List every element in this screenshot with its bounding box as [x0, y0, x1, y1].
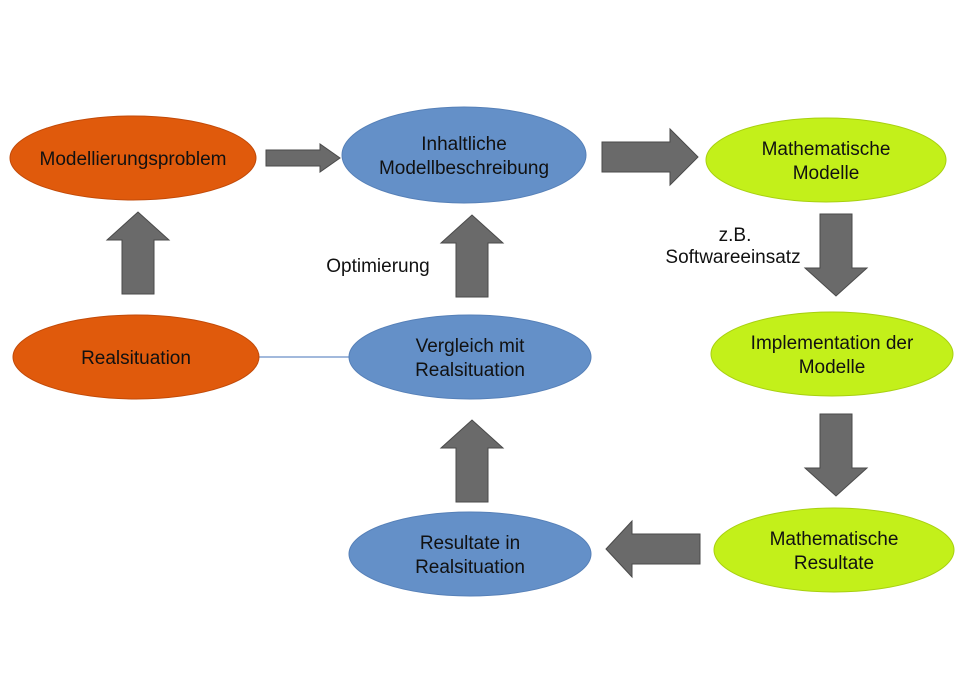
node-shape [705, 117, 947, 203]
edge-label-optimierung: Optimierung [326, 256, 430, 277]
node-label: Implementation der [751, 333, 914, 354]
node-label: Modellbeschreibung [379, 158, 549, 179]
node-label: Modellierungsproblem [40, 149, 227, 170]
node-shape [348, 511, 592, 597]
node-label: Modelle [793, 163, 860, 184]
node-label: Realsituation [415, 557, 525, 578]
arrow-up-icon [105, 211, 171, 295]
arrow-left-icon [605, 519, 701, 579]
arrow-up-icon [439, 214, 505, 298]
node-realsituation: Realsituation [12, 314, 260, 400]
node-label: Mathematische [770, 529, 899, 550]
node-resultate-in-realsituation: Resultate in Realsituation [348, 511, 592, 597]
node-label: Modelle [799, 357, 866, 378]
node-shape [9, 115, 257, 201]
arrow-right-icon [601, 127, 699, 187]
node-label: Vergleich mit [416, 336, 525, 357]
node-label: Mathematische [762, 139, 891, 160]
node-label: Inhaltliche [421, 134, 507, 155]
node-modellierungsproblem: Modellierungsproblem [9, 115, 257, 201]
node-shape [341, 106, 587, 204]
node-shape [348, 314, 592, 400]
node-label: Realsituation [415, 360, 525, 381]
node-shape [12, 314, 260, 400]
edge-label-zb: z.B. [719, 225, 752, 246]
arrow-down-icon [803, 213, 869, 297]
arrow-right-icon [265, 143, 341, 173]
edge-label-softwareeinsatz: Softwareeinsatz [665, 247, 800, 268]
node-shape [713, 507, 955, 593]
node-shape [710, 311, 954, 397]
arrow-up-icon [439, 419, 505, 503]
node-label: Resultate in [420, 533, 520, 554]
node-label: Realsituation [81, 348, 191, 369]
node-label: Resultate [794, 553, 874, 574]
arrow-down-icon [803, 413, 869, 497]
